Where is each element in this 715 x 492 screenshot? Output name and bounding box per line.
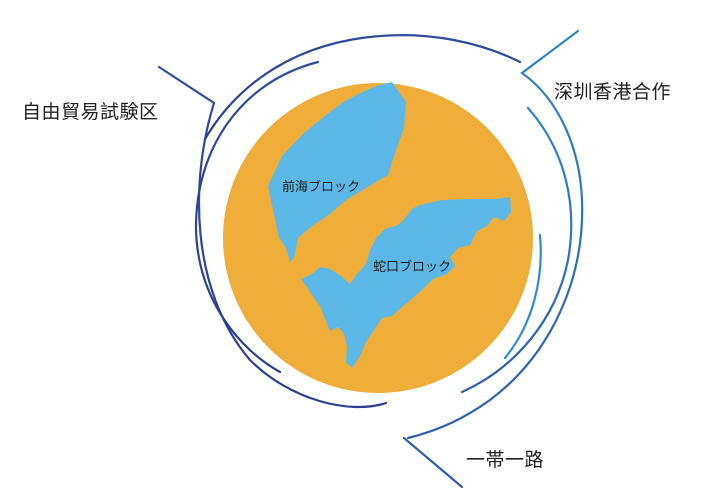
short-arc-right <box>503 233 542 360</box>
label-free-trade-zone: 自由貿易試験区 <box>22 101 159 123</box>
qianhai-landmass <box>268 82 406 262</box>
label-shekou-block: 蛇口ブロック <box>373 260 452 275</box>
pointer-line-bri <box>402 436 464 489</box>
label-belt-and-road: 一帯一路 <box>466 449 545 471</box>
label-qianhai-block: 前海ブロック <box>282 180 361 195</box>
inner-arc-left <box>194 60 320 374</box>
outer-arc-left <box>157 65 388 409</box>
shekou-landmass <box>301 197 511 368</box>
outer-arc-right <box>406 29 584 440</box>
inner-arc-top <box>203 34 522 141</box>
inner-arc-right <box>460 106 573 394</box>
label-shenzhen-hk-cooperation: 深圳香港合作 <box>554 81 672 103</box>
